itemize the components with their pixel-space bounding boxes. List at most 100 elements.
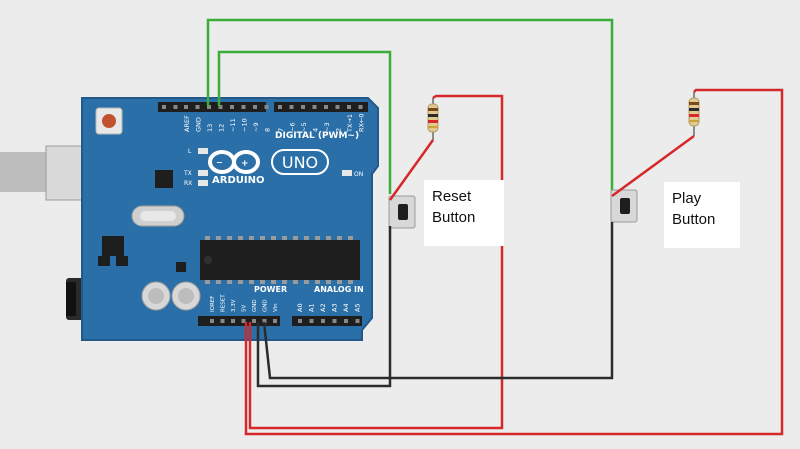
header-pin [241,105,246,109]
digital-pin-label: ~10 [241,118,249,132]
header-pin [241,319,246,323]
resistor-reset [427,98,439,140]
digital-pin-label: ~5 [300,122,308,132]
digital-pin-label: ~3 [323,122,331,132]
digital-pin-label: 13 [206,124,214,132]
analog-pin-label: A5 [354,303,362,312]
led-l [198,148,208,154]
header-pin [344,319,348,323]
analog-label: ANALOG IN [314,285,364,294]
red-wire-reset-5v [248,94,504,430]
power-pin-label: GND [263,299,269,312]
power-header-pins [210,319,360,323]
svg-text:−: − [216,158,223,167]
header-pin [358,105,363,109]
header-pin [210,319,214,323]
green-wire-play [206,18,614,194]
digital-pin-label: 4 [312,128,320,132]
logo-text: ARDUINO [212,175,264,186]
header-pin [301,105,305,109]
header-pin [298,319,302,323]
reset-label-line2: Button [432,209,476,226]
power-pin-label: 3.3V [231,299,237,312]
usb-chip [155,170,173,188]
header-pin [220,319,225,323]
digital-pin-label: GND [195,117,203,132]
header-pin [335,105,340,109]
resistor-play [688,92,700,136]
red-wire-play-button [611,134,695,198]
led-tx-label: TX [183,170,192,177]
power-pin-label: 5V [242,305,248,312]
digital-pin-label: ~11 [229,118,237,132]
analog-pin-label: A2 [319,303,327,312]
digital-header [158,102,368,112]
red-wire-play-5v [244,88,784,436]
header-pin [289,105,294,109]
digital-pin-label: AREF [183,115,191,132]
header-pin [312,105,317,109]
header-pin [347,105,351,109]
analog-pin-label: A4 [342,303,350,312]
header-pin [278,105,282,109]
digital-label: DIGITAL (PWM~) [275,131,359,141]
model-text: UNO [282,153,318,172]
header-pin [218,105,223,109]
green-wire-reset [217,50,392,194]
header-pin [273,319,277,323]
play-button-label: Play Button [664,182,740,248]
analog-pin-label: A1 [308,303,316,312]
led-rx [198,180,208,186]
play-label-line2: Button [672,211,716,228]
small-components [98,236,186,272]
black-wires [256,222,614,388]
header-pin [355,319,360,323]
black-wire-reset-gnd [256,226,392,388]
digital-pin-label: 12 [218,124,226,132]
header-pin [162,105,166,109]
capacitors [141,281,201,311]
led-on [342,170,352,176]
digital-pin-label: 8 [264,128,272,132]
status-leds: L TX RX ON [183,148,363,187]
header-pin [173,105,178,109]
uno-badge: UNO [271,149,329,175]
reset-label-line1: Reset [432,188,472,205]
header-pin [253,105,257,109]
pushbutton-play [610,189,638,223]
atmega-chip [200,236,360,284]
header-pin [195,105,200,109]
crystal [131,205,185,227]
header-pin [231,319,235,323]
digital-pin-label: ~9 [252,122,260,132]
arduino-logo: − + [208,150,260,174]
red-wires [244,88,784,436]
header-pin [230,105,234,109]
header-pin [184,105,188,109]
digital-pin-label: TX→1 [346,114,354,133]
header-pin [207,105,211,109]
svg-text:+: + [241,159,249,169]
green-wires [206,18,614,194]
on-label: ON [354,171,363,178]
digital-pin-label: ~6 [289,122,297,132]
black-wire-play-gnd [262,222,614,380]
usb-connector [0,145,95,201]
header-pin [324,105,328,109]
header-pin [252,319,256,323]
analog-pin-label: A0 [296,303,304,312]
reset-button-label: Reset Button [424,180,504,246]
power-pin-label: GND [252,299,258,312]
header-pin [262,319,267,323]
led-rx-label: RX [184,180,192,187]
digital-header-pins [162,105,363,109]
power-pin-label: Vin [273,303,279,312]
power-pin-label: RESET [221,294,227,312]
header-pin [332,319,337,323]
power-pin-label: IOREF [210,296,216,312]
analog-pin-label: A3 [331,303,339,312]
led-tx [198,170,208,176]
